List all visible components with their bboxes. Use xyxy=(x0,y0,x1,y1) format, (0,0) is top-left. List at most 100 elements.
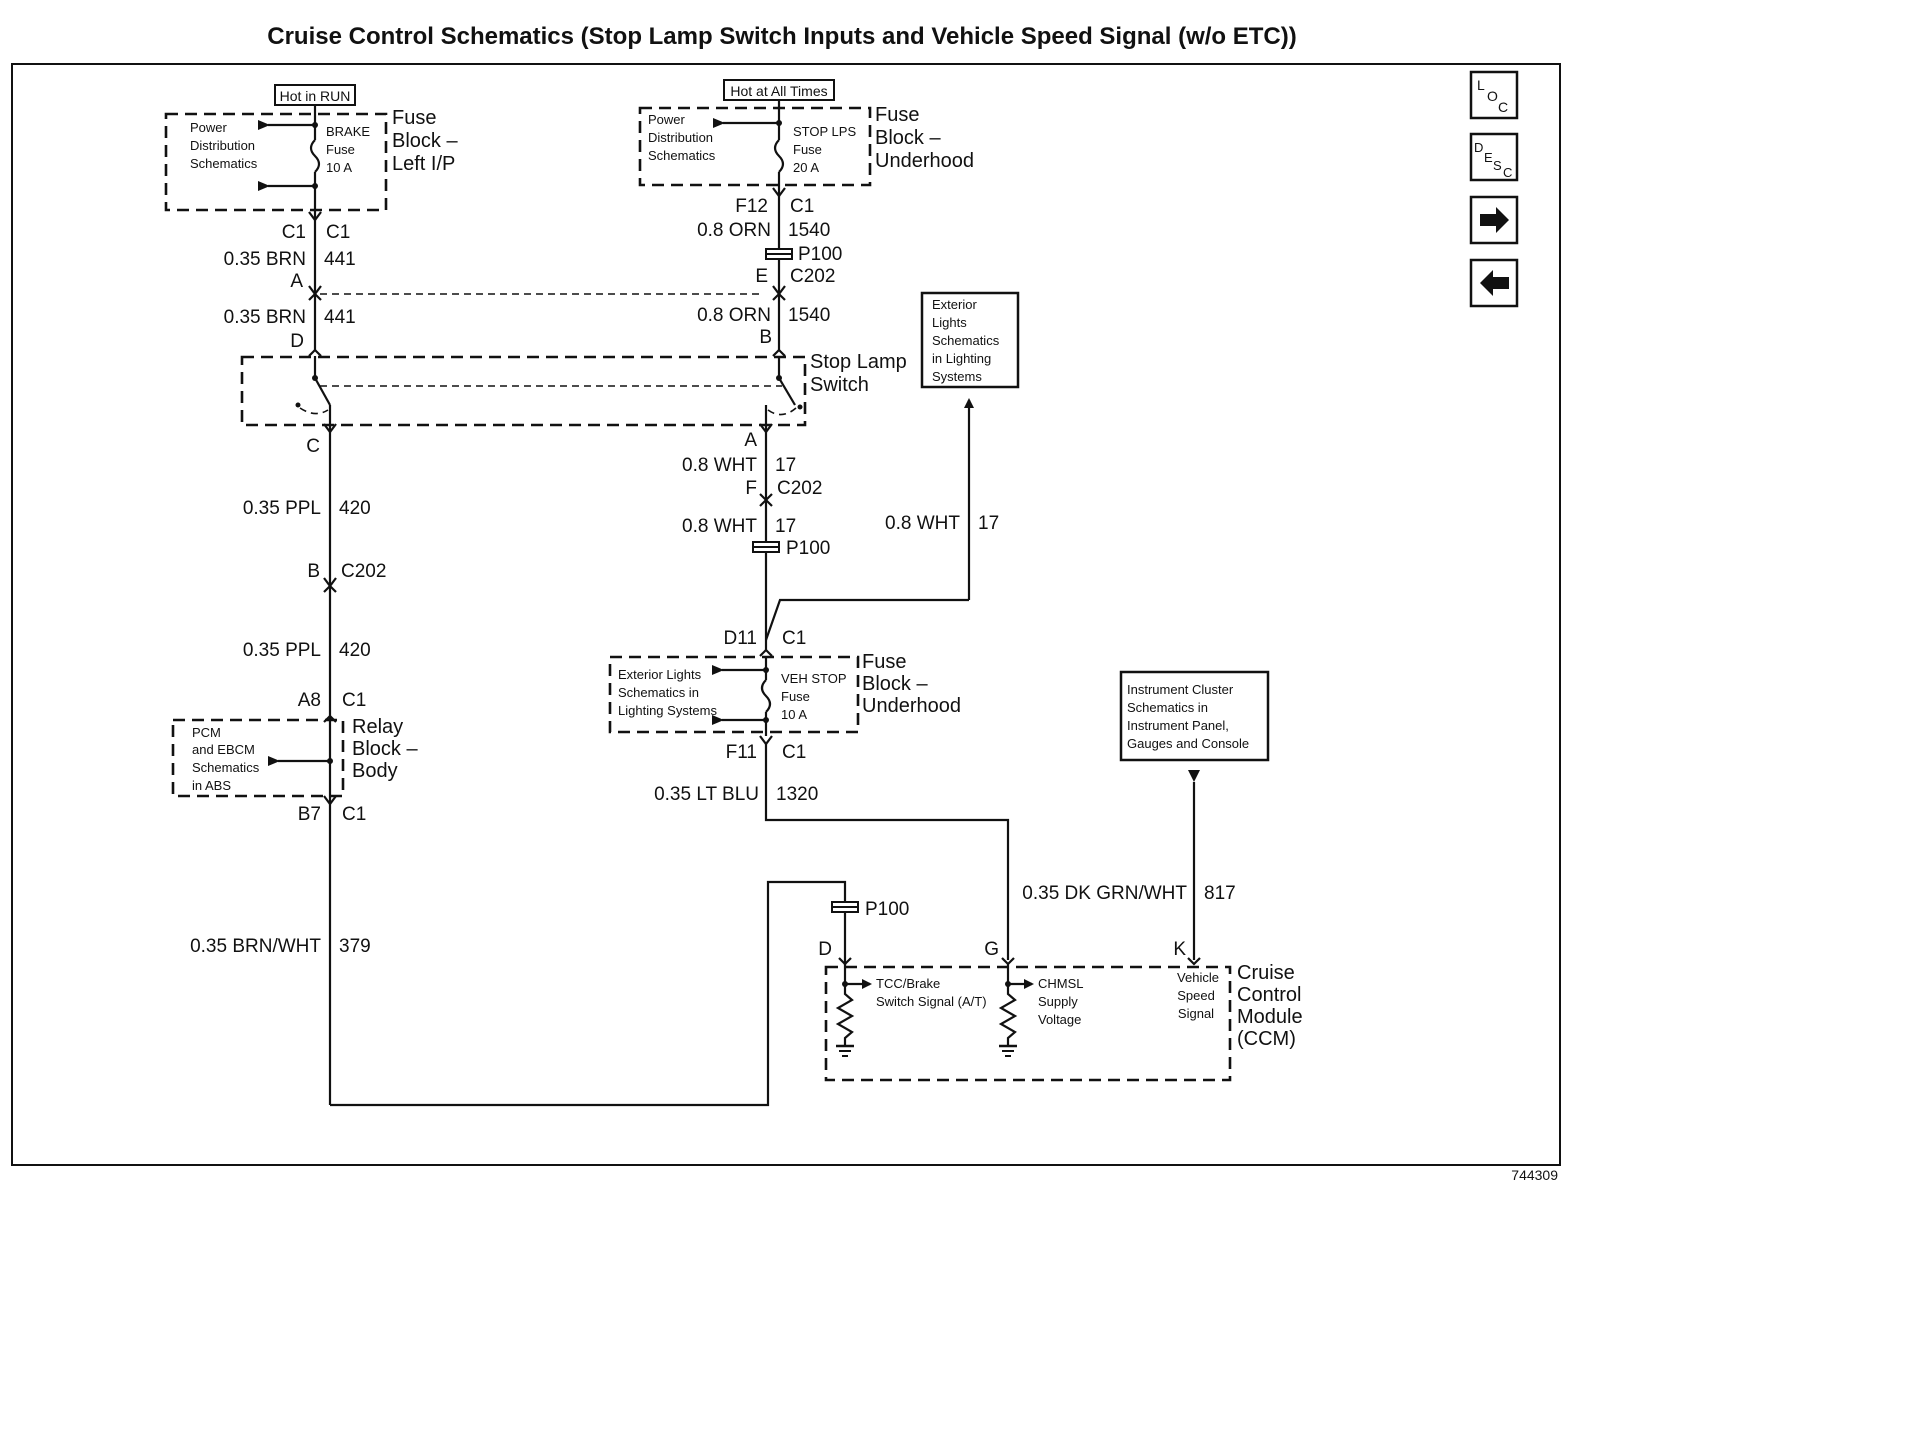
instrument-cluster-ref-box xyxy=(1119,670,1270,762)
c202-left-label: C202 xyxy=(341,561,386,582)
wire-379-route xyxy=(330,880,847,1107)
brake-fuse-rating: 10 A xyxy=(326,160,352,175)
w420b-gauge: 0.35 PPL xyxy=(243,640,321,661)
p100-bottom-label: P100 xyxy=(865,899,909,920)
left-block-name-3: Left I/P xyxy=(392,153,455,175)
svg-text:S: S xyxy=(1493,158,1502,173)
ccm-name-1: Cruise xyxy=(1237,962,1295,984)
conn-f11-c1: C1 xyxy=(782,742,806,763)
ccm-name-4: (CCM) xyxy=(1237,1028,1296,1050)
left-block-name-1: Fuse xyxy=(392,107,436,129)
conn-b-left: B xyxy=(307,561,320,582)
w1540a-circuit: 1540 xyxy=(788,220,830,241)
switch-left-blade xyxy=(314,377,331,406)
desc-button[interactable]: D E S C xyxy=(1469,132,1519,182)
chmsl-label-1: CHMSL xyxy=(1038,976,1084,991)
w1320-circuit: 1320 xyxy=(776,784,818,805)
relay-ref-1: PCM xyxy=(192,725,221,740)
prev-button[interactable] xyxy=(1469,258,1519,308)
desc-label: D xyxy=(1474,140,1483,155)
conn-d-left: D xyxy=(290,331,304,352)
left-fuse-block-outline xyxy=(164,112,388,212)
conn-d11-c1: C1 xyxy=(782,628,806,649)
stop-lps-fuse-name: STOP LPS xyxy=(793,124,856,139)
next-button[interactable] xyxy=(1469,195,1519,245)
w420a-gauge: 0.35 PPL xyxy=(243,498,321,519)
w420b-circuit: 420 xyxy=(339,640,371,661)
conn-f11: F11 xyxy=(726,742,757,763)
conn-b7: B7 xyxy=(298,804,321,825)
veh-stop-block-name-3: Underhood xyxy=(862,695,961,717)
vss-label-1: Vehicle xyxy=(1177,970,1219,985)
loc-label: L xyxy=(1477,77,1485,93)
instrument-box-line-4: Gauges and Console xyxy=(1127,736,1249,751)
left-fuse-ref-2: Distribution xyxy=(190,138,255,153)
exterior-box-line-4: in Lighting xyxy=(932,351,991,366)
tcc-label-1: TCC/Brake xyxy=(876,976,940,991)
veh-stop-fuse-rating: 10 A xyxy=(781,707,807,722)
stop-lamp-switch-label-1: Stop Lamp xyxy=(810,351,907,373)
w441b-gauge: 0.35 BRN xyxy=(224,307,306,328)
conn-a-center: A xyxy=(744,430,757,451)
relay-block-name-2: Block – xyxy=(352,738,418,760)
conn-b7-c1: C1 xyxy=(342,804,366,825)
center-block-name-2: Block – xyxy=(875,127,941,149)
w441a-gauge: 0.35 BRN xyxy=(224,249,306,270)
w17c-gauge: 0.8 WHT xyxy=(885,513,960,534)
loc-button[interactable]: L O C xyxy=(1469,70,1519,120)
diagram-title: Cruise Control Schematics (Stop Lamp Swi… xyxy=(267,23,1296,50)
veh-stop-ref-1: Exterior Lights xyxy=(618,667,702,682)
center-fuse-block: Hot at All Times Power Distribution Sche… xyxy=(638,79,974,217)
stop-lamp-switch: Stop Lamp Switch xyxy=(240,351,907,430)
w817-gauge: 0.35 DK GRN/WHT xyxy=(1022,883,1187,904)
svg-text:C: C xyxy=(1498,99,1508,115)
stop-lamp-switch-label-2: Switch xyxy=(810,374,869,396)
relay-ref-3: Schematics xyxy=(192,760,260,775)
wire-1320 xyxy=(764,744,1010,960)
wire-17-branch xyxy=(764,598,969,641)
exterior-box-line-1: Exterior xyxy=(932,297,977,312)
conn-c-left: C xyxy=(306,436,320,457)
w379-gauge: 0.35 BRN/WHT xyxy=(190,936,321,957)
arrow-right-icon xyxy=(1480,207,1509,233)
brake-fuse-name: BRAKE xyxy=(326,124,370,139)
w1540a-gauge: 0.8 ORN xyxy=(697,220,771,241)
center-fuse-conn-left: F12 xyxy=(735,196,768,217)
conn-a-left: A xyxy=(290,271,303,292)
instrument-box-line-3: Instrument Panel, xyxy=(1127,718,1229,733)
hot-at-all-times-label: Hot at All Times xyxy=(730,83,827,99)
p100-top-label: P100 xyxy=(798,244,842,265)
relay-ref-2: and EBCM xyxy=(192,742,255,757)
conn-e-center: E xyxy=(755,266,768,287)
c202-top-label: C202 xyxy=(790,266,835,287)
w817-circuit: 817 xyxy=(1204,883,1236,904)
vss-label-3: Signal xyxy=(1178,1006,1214,1021)
center-fuse-ref-2: Distribution xyxy=(648,130,713,145)
instrument-box-line-2: Schematics in xyxy=(1127,700,1208,715)
w1540b-gauge: 0.8 ORN xyxy=(697,305,771,326)
w17b-circuit: 17 xyxy=(775,516,796,537)
tcc-label-2: Switch Signal (A/T) xyxy=(876,994,987,1009)
veh-stop-fuse-word: Fuse xyxy=(781,689,810,704)
w441b-circuit: 441 xyxy=(324,307,356,328)
conn-d11: D11 xyxy=(724,628,757,649)
ccm-outline xyxy=(824,965,1232,1082)
exterior-lights-ref-box xyxy=(920,291,1020,389)
ccm-pin-k: K xyxy=(1173,939,1186,960)
left-fuse-conn-right: C1 xyxy=(326,222,350,243)
ccm-name-2: Control xyxy=(1237,984,1301,1006)
w379-circuit: 379 xyxy=(339,936,371,957)
chmsl-resistor-icon xyxy=(998,984,1018,1046)
schematic-diagram: Cruise Control Schematics (Stop Lamp Swi… xyxy=(11,23,1561,1183)
c202-mid-label: C202 xyxy=(777,478,822,499)
relay-block-outline xyxy=(171,718,345,798)
instrument-arrow-icon xyxy=(1188,770,1200,782)
center-block-name-3: Underhood xyxy=(875,150,974,172)
vss-label-2: Speed xyxy=(1177,988,1215,1003)
relay-ref-4: in ABS xyxy=(192,778,231,793)
conn-a8: A8 xyxy=(298,690,321,711)
center-fuse-conn-right: C1 xyxy=(790,196,814,217)
svg-text:E: E xyxy=(1484,150,1493,165)
conn-b-center: B xyxy=(759,327,772,348)
instrument-box-line-1: Instrument Cluster xyxy=(1127,682,1234,697)
